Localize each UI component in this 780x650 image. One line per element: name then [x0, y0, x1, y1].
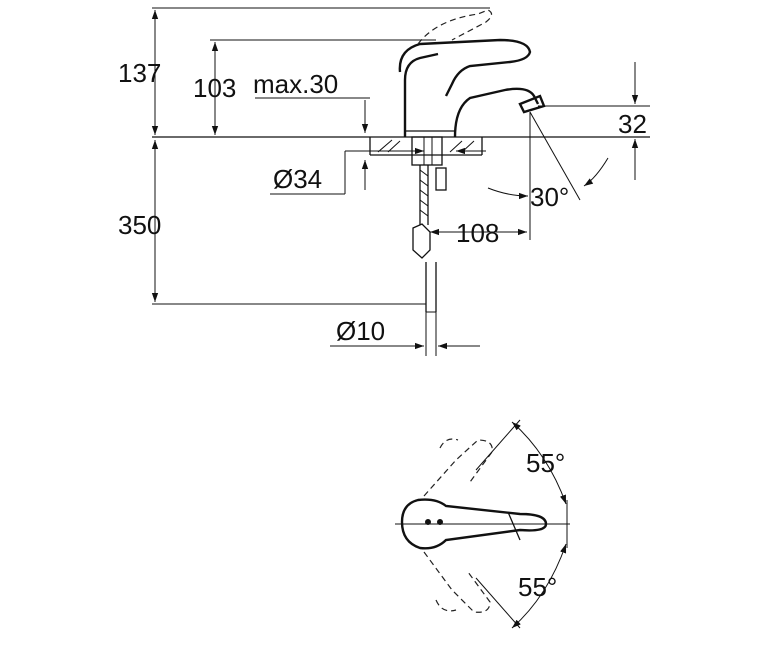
top-view: 55° 55° — [395, 419, 570, 629]
dim-spout-height: 103 — [193, 73, 236, 103]
dim-total-height: 137 — [118, 58, 161, 88]
dim-rotation-lower: 55° — [518, 572, 557, 602]
dim-rotation-upper: 55° — [526, 448, 565, 478]
dim-outlet-height: 32 — [618, 109, 647, 139]
connection-assembly — [411, 136, 447, 313]
dim-outlet-angle: 30° — [530, 182, 569, 212]
handle-rotated-up — [423, 439, 493, 497]
dim-max-thickness: max.30 — [253, 69, 338, 99]
faucet-body — [398, 9, 546, 138]
dim-projection: 108 — [456, 218, 499, 248]
counter-top — [369, 137, 483, 156]
faucet-top-handle — [400, 498, 548, 550]
dim-hose-length: 350 — [118, 210, 161, 240]
side-view: 137 103 max.30 32 Ø34 30° 108 — [118, 7, 650, 356]
dim-connection-diameter: Ø10 — [336, 316, 385, 346]
dim-hole-diameter: Ø34 — [273, 164, 322, 194]
